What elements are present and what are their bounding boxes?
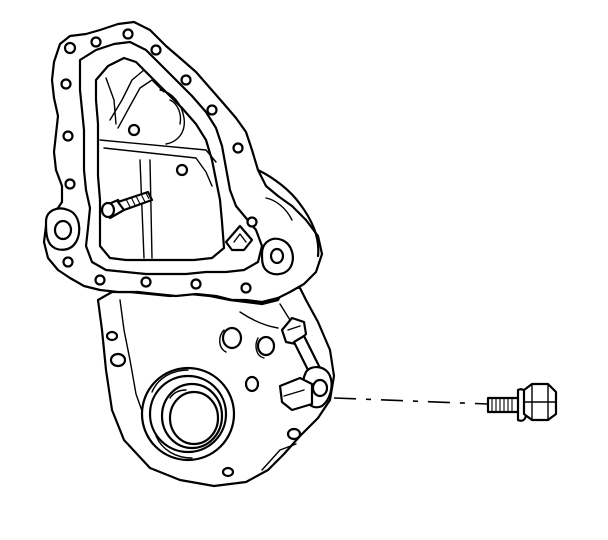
cover-bolt: [100, 190, 154, 220]
assembly-guide-line: [333, 397, 489, 405]
sensor-mounting-bolt: [486, 382, 558, 422]
crankshaft-position-sensor: [278, 316, 333, 412]
crankshaft-oil-seal: [140, 366, 236, 462]
flange-bolt-holes: [60, 28, 276, 294]
